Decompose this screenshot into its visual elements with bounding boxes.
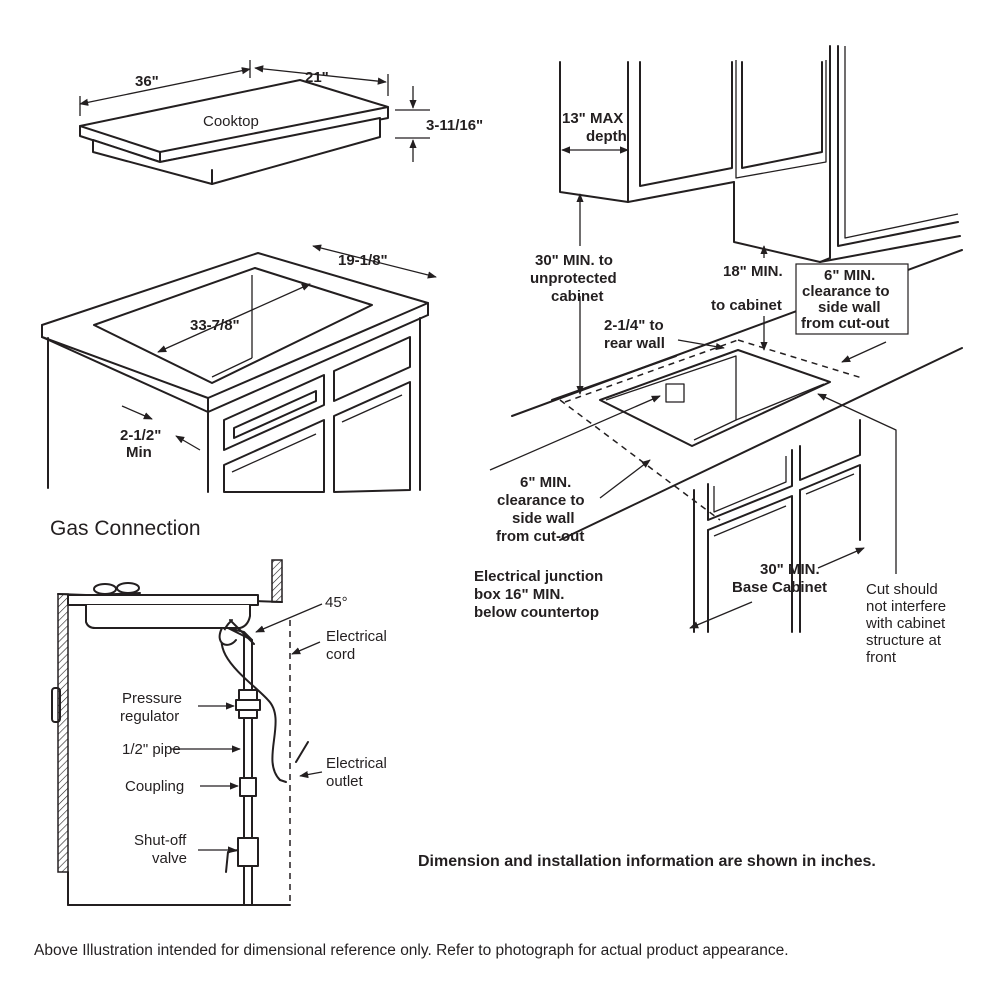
- gas-connection-title: Gas Connection: [50, 517, 201, 540]
- side-clearance-right-3: side wall: [818, 299, 881, 316]
- cooktop-label: Cooktop: [203, 113, 259, 130]
- side-clearance-left-2: clearance to: [497, 492, 585, 509]
- unprotected-label-2: unprotected: [530, 270, 617, 287]
- to-cabinet-label-1: 18" MIN.: [723, 263, 783, 280]
- cooktop-depth-label: 21": [305, 69, 329, 86]
- pressure-regulator-label-2: regulator: [120, 708, 179, 725]
- unprotected-label-1: 30" MIN. to: [535, 252, 613, 269]
- pressure-regulator-label-1: Pressure: [122, 690, 182, 707]
- pipe-label: 1/2" pipe: [122, 741, 181, 758]
- side-clearance-left-4: from cut-out: [496, 528, 584, 545]
- base-cabinet-label-1: 30" MIN.: [760, 561, 820, 578]
- junction-box-label-1: Electrical junction: [474, 568, 603, 585]
- cut-note-label-4: structure at: [866, 632, 942, 649]
- side-clearance-right-4: from cut-out: [801, 315, 889, 332]
- gas-angle-label: 45°: [325, 594, 348, 611]
- coupling-label: Coupling: [125, 778, 184, 795]
- cooktop-drawing: [79, 60, 430, 185]
- shutoff-valve-label-2: valve: [152, 850, 187, 867]
- rear-wall-label-2: rear wall: [604, 335, 665, 352]
- cutout-depth-label: 19-1/8": [338, 252, 388, 269]
- side-clearance-right-2: clearance to: [802, 283, 890, 300]
- cut-note-label-2: not interfere: [866, 598, 946, 615]
- electrical-outlet-label-2: outlet: [326, 773, 364, 790]
- gas-connection-drawing: [51, 559, 323, 906]
- installation-drawing: [489, 45, 963, 633]
- unprotected-label-3: cabinet: [551, 288, 604, 305]
- side-clearance-left-1: 6" MIN.: [520, 474, 571, 491]
- cut-note-label-5: front: [866, 649, 897, 666]
- side-clearance-right-1: 6" MIN.: [824, 267, 875, 284]
- junction-box-label-2: box 16" MIN.: [474, 586, 564, 603]
- base-cabinet-label-2: Base Cabinet: [732, 579, 827, 596]
- side-clearance-left-3: side wall: [512, 510, 575, 527]
- side-clearance-box: [795, 263, 909, 335]
- cutout-front-label-1: 2-1/2": [120, 427, 161, 444]
- units-note: Dimension and installation information a…: [418, 853, 876, 870]
- electrical-outlet-label-1: Electrical: [326, 755, 387, 772]
- rear-wall-label-1: 2-1/4" to: [604, 317, 664, 334]
- junction-box-label-3: below countertop: [474, 604, 599, 621]
- cutout-width-label: 33-7/8": [190, 317, 240, 334]
- cutout-front-label-2: Min: [126, 444, 152, 461]
- max-depth-label-2: depth: [586, 128, 627, 145]
- cut-note-label-1: Cut should: [866, 581, 938, 598]
- footer-disclaimer: Above Illustration intended for dimensio…: [34, 942, 789, 959]
- to-cabinet-label-2: to cabinet: [711, 297, 782, 314]
- electrical-cord-label-1: Electrical: [326, 628, 387, 645]
- max-depth-label-1: 13" MAX: [562, 110, 623, 127]
- cooktop-width-label: 36": [135, 73, 159, 90]
- electrical-cord-label-2: cord: [326, 646, 355, 663]
- cut-note-label-3: with cabinet: [865, 615, 946, 632]
- shutoff-valve-label-1: Shut-off: [134, 832, 187, 849]
- cooktop-height-label: 3-11/16": [426, 117, 483, 134]
- cutout-drawing: [41, 244, 437, 493]
